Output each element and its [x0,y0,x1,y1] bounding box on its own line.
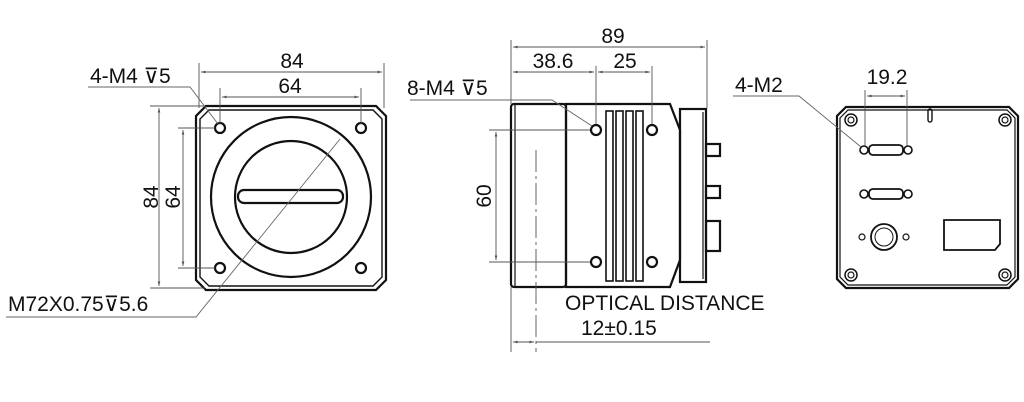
status-label-area [943,219,1001,251]
back-screw-callout: 4-M2 [735,74,783,97]
side-view: 89 38.6 25 8-M4 ⊽5 60 OPTICAL DISTANCE 1… [407,25,765,352]
connector-spacing-dimension: 19.2 [867,66,908,89]
lens-ring [509,102,568,289]
optical-distance-label: OPTICAL DISTANCE [565,292,765,315]
front-hole-width-dimension: 64 [278,75,302,98]
rear-housing [678,107,708,284]
front-hole-callout: 4-M4 ⊽5 [90,65,171,88]
front-hole-height-dimension: 64 [162,185,185,209]
mount-hole [645,123,659,137]
mount-hole [645,255,659,269]
front-view: 84 64 84 64 4-M4 ⊽5 M72X0.75⊽5.6 [6,50,388,318]
corner-screws [844,113,1012,282]
mount-hole [589,255,603,269]
lens-mount-ring [209,115,373,279]
mount-hole [354,121,368,135]
front-width-dimension: 84 [280,50,304,73]
sensor-cover [233,139,349,255]
side-connector [704,184,722,200]
side-connector [704,142,722,158]
back-view: 19.2 4-M2 [733,66,1020,290]
data-connector-2 [859,188,913,200]
sensor-slot [236,188,345,205]
mount-hole [354,261,368,275]
mount-hole [213,261,227,275]
side-connector [704,219,722,253]
side-length-dimension: 89 [601,25,624,48]
power-io-connector [858,223,910,251]
side-hole-vertical-dimension: 60 [473,184,496,207]
mount-thread-callout: M72X0.75⊽5.6 [8,293,148,316]
cooling-fins [605,110,644,282]
side-hole-offset-dimension: 38.6 [533,50,574,73]
mount-hole [589,123,603,137]
mount-hole [213,121,227,135]
side-hole-callout: 8-M4 ⊽5 [407,77,488,100]
optical-distance-value: 12±0.15 [581,317,657,340]
front-height-dimension: 84 [140,185,163,209]
data-connector-1 [859,144,913,156]
side-hole-spacing-dimension: 25 [613,50,636,73]
